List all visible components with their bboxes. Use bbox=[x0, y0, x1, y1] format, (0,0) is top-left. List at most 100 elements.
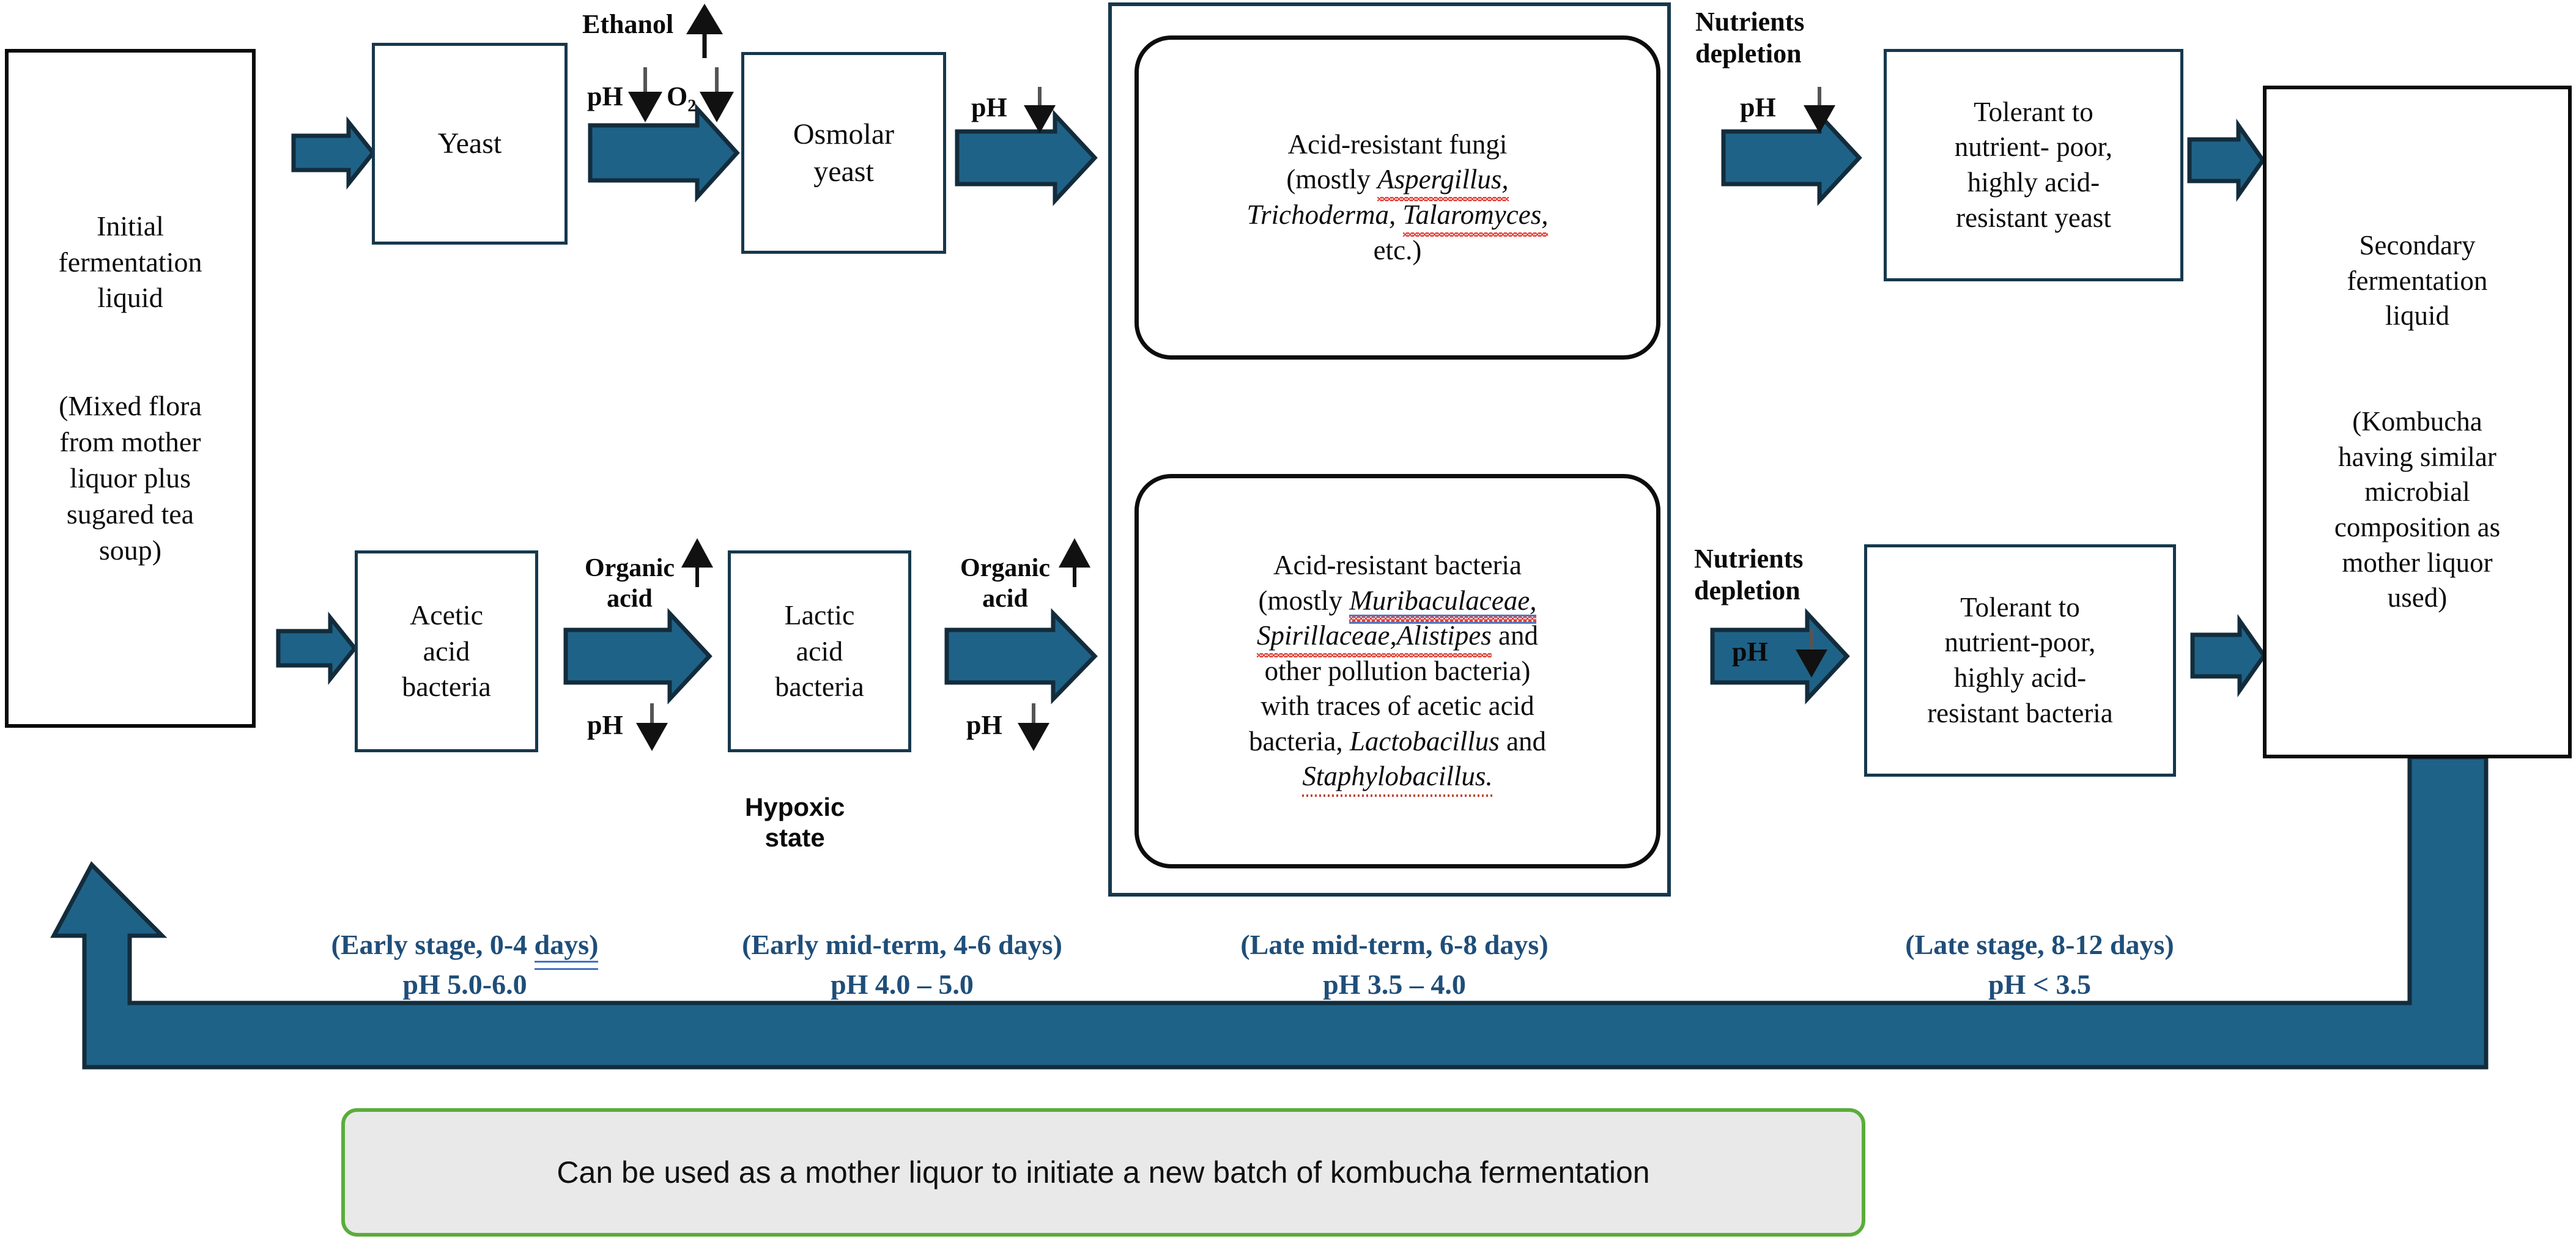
label-o2: O2 bbox=[667, 81, 696, 116]
bacteria-line6-post: and bbox=[1499, 725, 1547, 757]
arrow-initial-to-yeast bbox=[291, 116, 376, 190]
stage-label-late-midterm: (Late mid-term, 6-8 days) pH 3.5 – 4.0 bbox=[1180, 925, 1608, 1005]
label-ph-before-tolerant-yeast: pH bbox=[1740, 92, 1776, 124]
o2-subscript: 2 bbox=[687, 96, 697, 116]
secondary-line2: fermentation bbox=[2347, 265, 2488, 296]
arrow-lactic-to-bacteria bbox=[944, 608, 1098, 705]
ethanol-text: Ethanol bbox=[582, 9, 674, 39]
label-ph-row2-a: pH bbox=[587, 709, 623, 741]
stage-label-early-midterm: (Early mid-term, 4-6 days) pH 4.0 – 5.0 bbox=[679, 925, 1125, 1005]
label-ph-before-fungi: pH bbox=[971, 92, 1007, 124]
tolerant-yeast-line3: highly acid- bbox=[1967, 167, 2100, 198]
box-secondary-fermentation-liquid[interactable]: Secondary fermentation liquid (Kombucha … bbox=[2263, 86, 2572, 758]
ph-text-5: pH bbox=[966, 710, 1002, 740]
arrow-container-to-tolerant-yeast bbox=[1721, 109, 1862, 206]
ph-down-arrow-icon-4 bbox=[636, 703, 668, 751]
bacteria-line6-pre: bacteria, bbox=[1248, 725, 1350, 757]
ph-text-6: pH bbox=[1732, 637, 1768, 667]
o2-text: O bbox=[667, 81, 688, 111]
acetic-line3: bacteria bbox=[402, 671, 491, 703]
label-nutrients-depletion-top: Nutrients depletion bbox=[1695, 6, 1804, 70]
box-initial-fermentation-liquid[interactable]: Initial fermentation liquid (Mixed flora… bbox=[5, 49, 256, 728]
ph-text-1: pH bbox=[587, 81, 623, 111]
acetic-line1: Acetic bbox=[409, 599, 483, 631]
organic-acid-up-arrow-icon-2 bbox=[1059, 538, 1090, 587]
initial-note4: sugared tea bbox=[66, 498, 194, 530]
secondary-note4: composition as bbox=[2334, 511, 2501, 542]
tolerant-bacteria-line2: nutrient-poor, bbox=[1944, 627, 2096, 658]
callout-mother-liquor-reuse[interactable]: Can be used as a mother liquor to initia… bbox=[341, 1108, 1865, 1237]
secondary-line3: liquid bbox=[2385, 300, 2449, 331]
label-ph-before-tolerant-bacteria: pH bbox=[1732, 636, 1768, 668]
o2-down-arrow-icon bbox=[700, 67, 734, 122]
fungi-trichoderma: Trichoderma, bbox=[1246, 199, 1403, 230]
arrow-tolerant-bacteria-to-secondary bbox=[2190, 613, 2267, 698]
stage-0-name: (Early stage, 0-4 bbox=[331, 929, 535, 960]
hypoxic-text: Hypoxic bbox=[745, 793, 845, 821]
box-lactic-acid-bacteria[interactable]: Lactic acid bacteria bbox=[728, 550, 911, 752]
box-acid-resistant-bacteria[interactable]: Acid-resistant bacteria (mostly Muribacu… bbox=[1134, 474, 1660, 868]
bacteria-alistipes: Alistipes bbox=[1396, 618, 1492, 657]
stage-0-ph: pH 5.0-6.0 bbox=[402, 969, 527, 1001]
lactic-line3: bacteria bbox=[775, 671, 864, 703]
box-osmolar-yeast[interactable]: Osmolar yeast bbox=[741, 52, 946, 254]
bacteria-line2-pre: (mostly bbox=[1258, 585, 1350, 616]
stage-3-name: (Late stage, 8-12 days) bbox=[1905, 929, 2174, 960]
arrow-tolerant-yeast-to-secondary bbox=[2187, 118, 2266, 202]
bacteria-lactobacillus: Lactobacillus bbox=[1349, 725, 1500, 757]
initial-line2: fermentation bbox=[58, 246, 202, 278]
nutrients-text-2: Nutrients bbox=[1694, 544, 1804, 574]
initial-line3: liquid bbox=[97, 282, 163, 314]
initial-note1: (Mixed flora bbox=[59, 390, 202, 421]
fungi-line2-pre: (mostly bbox=[1286, 164, 1378, 195]
tolerant-yeast-line4: resistant yeast bbox=[1956, 202, 2111, 233]
secondary-note2: having similar bbox=[2338, 441, 2496, 472]
bacteria-spirillaceae: Spirillaceae, bbox=[1257, 618, 1397, 657]
label-organic-acid-2: Organic acid bbox=[960, 553, 1050, 614]
yeast-label: Yeast bbox=[437, 127, 502, 160]
secondary-note3: microbial bbox=[2364, 476, 2470, 508]
ph-down-arrow-icon-1 bbox=[628, 67, 662, 122]
bacteria-line3-post: and bbox=[1491, 620, 1538, 651]
label-hypoxic-state: Hypoxic state bbox=[745, 792, 845, 853]
bacteria-line4: other pollution bacteria) bbox=[1264, 655, 1531, 686]
secondary-note1: (Kombucha bbox=[2352, 406, 2482, 437]
tolerant-yeast-line2: nutrient- poor, bbox=[1954, 131, 2113, 163]
ph-down-arrow-icon-6 bbox=[1796, 630, 1827, 678]
label-ethanol: Ethanol bbox=[582, 9, 673, 40]
stage-label-late: (Late stage, 8-12 days) pH < 3.5 bbox=[1829, 925, 2251, 1005]
box-acid-resistant-fungi[interactable]: Acid-resistant fungi (mostly Aspergillus… bbox=[1134, 35, 1660, 360]
secondary-line1: Secondary bbox=[2359, 230, 2476, 261]
bacteria-line5: with traces of acetic acid bbox=[1260, 690, 1534, 722]
state-text: state bbox=[764, 823, 825, 852]
label-nutrients-depletion-bottom: Nutrients depletion bbox=[1694, 543, 1803, 607]
stage-1-ph: pH 4.0 – 5.0 bbox=[831, 969, 974, 1001]
tolerant-bacteria-line4: resistant bacteria bbox=[1927, 697, 2113, 728]
bacteria-muribaculaceae: Muribaculaceae, bbox=[1349, 583, 1537, 624]
acid-text-2: acid bbox=[982, 584, 1028, 613]
stage-label-early: (Early stage, 0-4 days) pH 5.0-6.0 bbox=[269, 925, 661, 1005]
callout-text: Can be used as a mother liquor to initia… bbox=[557, 1155, 1650, 1190]
box-acetic-acid-bacteria[interactable]: Acetic acid bacteria bbox=[355, 550, 538, 752]
box-tolerant-acid-resistant-bacteria[interactable]: Tolerant to nutrient-poor, highly acid- … bbox=[1864, 544, 2176, 777]
stage-2-ph: pH 3.5 – 4.0 bbox=[1323, 969, 1466, 1001]
depletion-text-1: depletion bbox=[1695, 38, 1802, 68]
bacteria-staphylobacillus: Staphylobacillus. bbox=[1302, 759, 1493, 797]
box-yeast[interactable]: Yeast bbox=[372, 43, 568, 245]
stage-3-ph: pH < 3.5 bbox=[1988, 969, 2092, 1001]
acetic-line2: acid bbox=[423, 635, 470, 667]
initial-note2: from mother bbox=[59, 426, 201, 457]
lactic-line1: Lactic bbox=[784, 599, 855, 631]
ph-text-3: pH bbox=[1740, 92, 1776, 122]
organic-text-1: Organic bbox=[585, 554, 675, 582]
lactic-line2: acid bbox=[796, 635, 843, 667]
stage-0-name-gu: days) bbox=[534, 925, 598, 971]
stage-2-name: (Late mid-term, 6-8 days) bbox=[1240, 929, 1549, 960]
ph-down-arrow-icon-3 bbox=[1804, 87, 1835, 133]
box-tolerant-acid-resistant-yeast[interactable]: Tolerant to nutrient- poor, highly acid-… bbox=[1884, 49, 2183, 281]
tolerant-bacteria-line1: Tolerant to bbox=[1960, 591, 2080, 623]
ph-down-arrow-icon-2 bbox=[1024, 87, 1056, 133]
ph-text-2: pH bbox=[971, 92, 1007, 122]
